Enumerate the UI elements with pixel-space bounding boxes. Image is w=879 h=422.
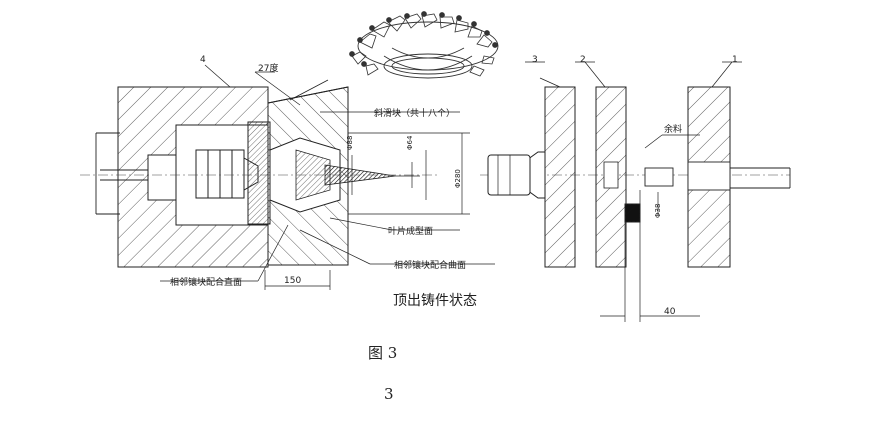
dim-150: 150 bbox=[284, 276, 301, 286]
figure-caption: 图 3 bbox=[368, 344, 397, 362]
dimension-lines-left bbox=[264, 132, 470, 290]
ejector-shaft-left bbox=[95, 132, 148, 215]
insert-straight-label: 相邻镶块配合直面 bbox=[170, 276, 242, 288]
insert-curved-label: 相邻镶块配合曲面 bbox=[394, 259, 466, 271]
dim-phi280: Φ280 bbox=[454, 169, 462, 188]
plate-3 bbox=[487, 86, 576, 268]
blade-surface-label: 叶片成型面 bbox=[388, 225, 433, 237]
plate-1 bbox=[644, 86, 731, 268]
remainder-slug bbox=[624, 190, 641, 322]
dim-40: 40 bbox=[664, 307, 676, 317]
state-caption: 顶出铸件状态 bbox=[393, 293, 477, 309]
impeller-casting-sketch bbox=[349, 11, 499, 79]
ejector-shaft-right bbox=[730, 167, 791, 189]
part-number-2: 2 bbox=[580, 55, 586, 65]
dimension-lines-right bbox=[525, 61, 742, 317]
dim-phi38: Φ38 bbox=[654, 204, 662, 218]
angle-label: 27度 bbox=[258, 62, 278, 74]
page-number: 3 bbox=[384, 385, 394, 403]
plate-2 bbox=[595, 86, 627, 268]
part-number-1: 1 bbox=[732, 55, 738, 65]
dim-phi64: Φ64 bbox=[406, 135, 414, 150]
part-number-4: 4 bbox=[200, 55, 206, 65]
slide-block-label: 斜滑块（共十八个） bbox=[374, 107, 455, 119]
part-number-3: 3 bbox=[532, 55, 538, 65]
remainder-label: 余料 bbox=[664, 123, 682, 135]
leader-lines bbox=[160, 64, 495, 282]
annotations: 4 3 2 1 27度 斜滑块（共十八个） 叶片成型面 相邻镶块配合曲面 相邻镶… bbox=[170, 55, 738, 403]
dim-phi88: Φ88 bbox=[346, 136, 354, 150]
